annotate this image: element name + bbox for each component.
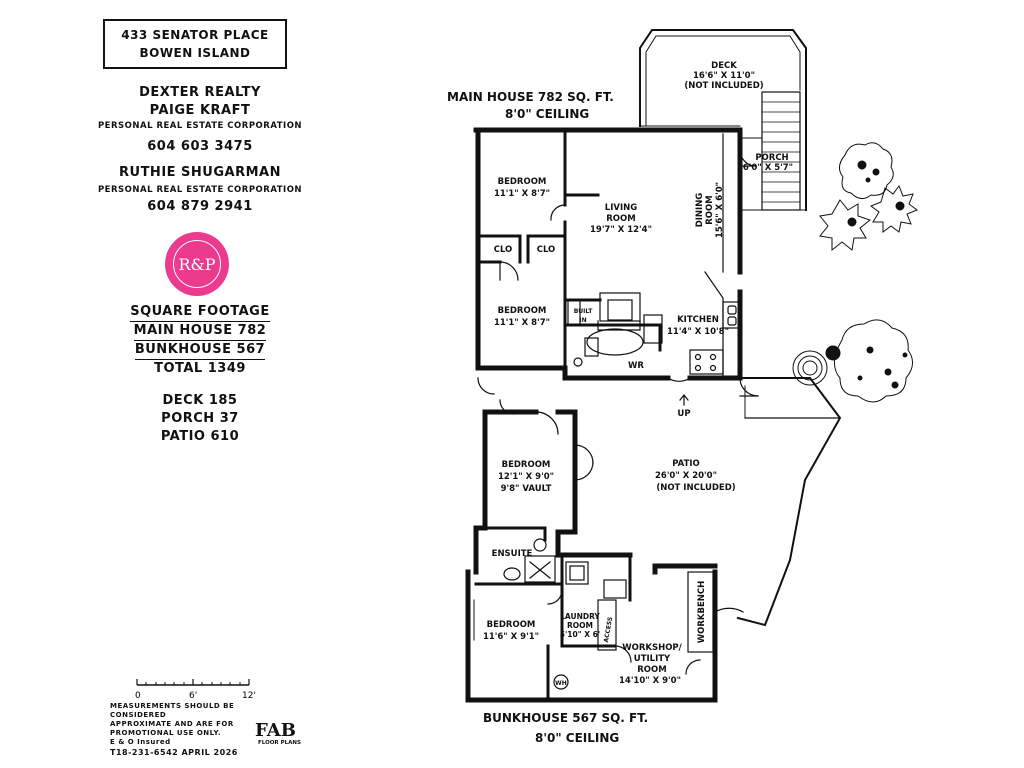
tree-1 (839, 142, 894, 199)
patio-note: (NOT INCLUDED) (656, 483, 735, 493)
scale-tick-0: 0 (135, 691, 141, 701)
bedroom1-dim: 11'1" X 8'7" (494, 189, 550, 199)
laundry-dim: 5'10" X 6' (560, 630, 600, 639)
access-label: ACCESS (603, 616, 614, 643)
bedroom3-label: BEDROOM (502, 460, 551, 470)
workshop-label3: ROOM (637, 665, 666, 675)
main-house-walls (473, 127, 743, 381)
footage-total: TOTAL 1349 (154, 361, 246, 376)
bedroom2-label: BEDROOM (498, 306, 547, 316)
closet1-label: CLO (494, 245, 513, 255)
deck-dim: 16'6" X 11'0" (693, 71, 755, 81)
living-dim: 19'7" X 12'4" (590, 225, 652, 235)
bedroom4-label: BEDROOM (487, 620, 536, 630)
deck-note: (NOT INCLUDED) (684, 81, 763, 91)
living-label2: ROOM (606, 214, 635, 224)
square-footage-block: SQUARE FOOTAGE MAIN HOUSE 782 BUNKHOUSE … (70, 303, 330, 446)
deck-outline (639, 29, 807, 211)
company-name: DEXTER REALTY (139, 85, 261, 100)
address-line1: 433 SENATOR PLACE (121, 28, 269, 42)
fab-sub: FLOOR PLANS (258, 740, 301, 746)
main-house-ceiling: 8'0" CEILING (505, 107, 589, 121)
agent1-corp: PERSONAL REAL ESTATE CORPORATION (97, 121, 303, 131)
agent2-name: RUTHIE SHUGARMAN (119, 165, 281, 180)
bedroom3-dim: 12'1" X 9'0" (498, 472, 554, 482)
address-line2: BOWEN ISLAND (139, 46, 251, 60)
closet2-label: CLO (537, 245, 556, 255)
agent2-corp: PERSONAL REAL ESTATE CORPORATION (97, 185, 303, 195)
bedroom1-label: BEDROOM (498, 177, 547, 187)
disclaimer-line1: MEASUREMENTS SHOULD BE CONSIDERED (110, 702, 235, 719)
disclaimer-line3: PROMOTIONAL USE ONLY. (110, 729, 222, 737)
built-in-label: BUILT (574, 308, 594, 315)
laundry-label: LAUNDRY (560, 612, 600, 621)
tree-4 (834, 319, 913, 403)
dining-label2: ROOM (705, 195, 715, 224)
main-house-title: MAIN HOUSE 782 SQ. FT. (447, 90, 614, 104)
footage-patio: PATIO 610 (160, 429, 240, 444)
workbench-label: WORKBENCH (697, 581, 707, 643)
scale-bar: 0 6' 12' (135, 679, 256, 701)
disclaimer-line4: E & O Insured (110, 738, 171, 746)
footage-bunk: BUNKHOUSE 567 (134, 341, 266, 360)
footage-title: SQUARE FOOTAGE (130, 303, 270, 322)
porch-dim: 6'0" X 5'7" (743, 163, 793, 173)
brokerage-logo: R&P (165, 232, 229, 296)
bunkhouse-walls (465, 409, 718, 703)
agent-block: DEXTER REALTY PAIGE KRAFT PERSONAL REAL … (70, 84, 330, 216)
living-label: LIVING (605, 203, 637, 213)
bedroom3-vault: 9'8" VAULT (501, 484, 552, 494)
bedroom4-dim: 11'6" X 9'1" (483, 632, 539, 642)
tree-2 (869, 184, 919, 233)
bunkhouse-ceiling: 8'0" CEILING (535, 731, 619, 745)
bunkhouse-title: BUNKHOUSE 567 SQ. FT. (483, 711, 648, 725)
agent2-phone: 604 879 2941 (147, 199, 253, 214)
ensuite-label: ENSUITE (492, 549, 533, 559)
address-box: 433 SENATOR PLACE BOWEN ISLAND (103, 19, 287, 69)
dining-label: DINING (695, 193, 705, 228)
agent1-name: PAIGE KRAFT (149, 103, 251, 118)
dining-dim: 15'6" X 6'0" (715, 182, 725, 238)
disclaimer-line2: APPROXIMATE AND ARE FOR (110, 720, 234, 728)
porch-label: PORCH (755, 153, 788, 163)
footage-main: MAIN HOUSE 782 (133, 322, 267, 341)
patio-outline (736, 377, 842, 627)
workshop-dim: 14'10" X 9'0" (619, 676, 681, 686)
kitchen-label: KITCHEN (677, 315, 719, 325)
deck-label: DECK (711, 61, 737, 71)
washroom-label: WR (628, 361, 644, 371)
tree-3 (819, 199, 872, 252)
logo-text: R&P (173, 240, 221, 288)
scale-tick-6: 6' (189, 691, 197, 701)
patio-dim: 26'0" X 20'0" (655, 471, 717, 481)
tree-5 (792, 345, 841, 386)
patio-label: PATIO (672, 459, 700, 469)
disclaimer-line5: T18-231-6542 APRIL 2026 (110, 748, 238, 757)
footage-porch: PORCH 37 (161, 411, 239, 426)
workshop-label2: UTILITY (634, 654, 671, 664)
footage-deck: DECK 185 (162, 393, 238, 408)
laundry-label2: ROOM (567, 621, 593, 630)
agent1-phone: 604 603 3475 (147, 139, 253, 154)
water-heater-label: WH (555, 680, 567, 687)
bedroom2-dim: 11'1" X 8'7" (494, 318, 550, 328)
built-in-label2: IN (579, 317, 586, 324)
workshop-label: WORKSHOP/ (622, 643, 682, 653)
disclaimer: MEASUREMENTS SHOULD BE CONSIDERED APPROX… (110, 702, 290, 757)
kitchen-dim: 11'4" X 10'8" (667, 327, 729, 337)
fab-logo: FAB (255, 720, 296, 741)
up-label: UP (677, 409, 690, 419)
scale-tick-12: 12' (242, 691, 256, 701)
